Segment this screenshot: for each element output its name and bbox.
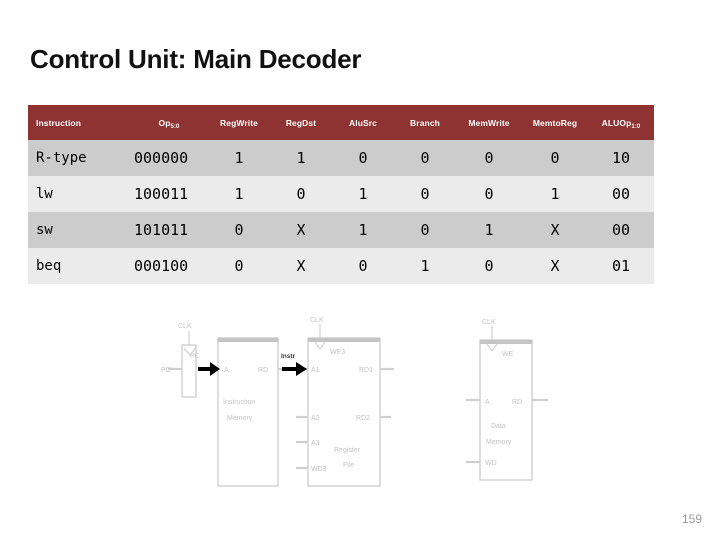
datapath-diagram: CLK PC' PC A RD Instruction Memory Instr… [160, 312, 580, 512]
diagram-label-dmem-name2: Memory [486, 439, 512, 446]
cell-op: 000100 [130, 248, 208, 284]
column-header-alusrc-label: AluSrc [349, 117, 377, 128]
cell-aluop: 00 [588, 176, 654, 212]
cell-op: 000000 [130, 140, 208, 176]
page-title: Control Unit: Main Decoder [30, 44, 362, 74]
cell-alusrc: 1 [332, 176, 394, 212]
diagram-label-rf-a3: A3 [311, 440, 320, 447]
diagram-label-rf-rd1: RD1 [359, 367, 373, 374]
diagram-label-dmem-a: A [485, 399, 490, 406]
diagram-label-rf-rd2: RD2 [356, 415, 370, 422]
column-header-aluop: ALUOp1:0 [588, 105, 654, 140]
diagram-label-dmem-we: WE [502, 351, 514, 358]
diagram-label-dmem-rd: RD [512, 399, 522, 406]
column-header-memtoreg: MemtoReg [522, 105, 588, 140]
cell-regdst: X [270, 248, 332, 284]
diagram-label-pc-in: PC' [161, 367, 172, 374]
diagram-label-imem-name1: Instruction [223, 399, 255, 406]
table-row: beq 000100 0 X 0 1 0 X 01 [28, 248, 654, 284]
column-header-alusrc: AluSrc [332, 105, 394, 140]
cell-memtoreg: 0 [522, 140, 588, 176]
cell-regdst: X [270, 212, 332, 248]
column-header-regdst-label: RegDst [285, 117, 317, 128]
diagram-label-clk-rf: CLK [310, 317, 324, 324]
cell-memtoreg: 1 [522, 176, 588, 212]
cell-regwrite: 1 [208, 176, 270, 212]
diagram-label-clk-pc: CLK [178, 323, 192, 330]
cell-alusrc: 0 [332, 140, 394, 176]
cell-aluop: 01 [588, 248, 654, 284]
cell-regwrite: 0 [208, 248, 270, 284]
diagram-label-imem-a: A [224, 367, 229, 374]
cell-memwrite: 0 [456, 176, 522, 212]
diagram-label-imem-name2: Memory [227, 415, 253, 422]
column-header-branch: Branch [394, 105, 456, 140]
cell-regwrite: 1 [208, 140, 270, 176]
column-header-memtoreg-label: MemtoReg [532, 117, 578, 128]
diagram-label-imem-rd: RD [258, 367, 268, 374]
diagram-label-dmem-name1: Data [491, 423, 506, 430]
cell-aluop: 10 [588, 140, 654, 176]
column-header-memwrite: MemWrite [456, 105, 522, 140]
page-number: 159 [681, 512, 702, 526]
cell-memtoreg: X [522, 212, 588, 248]
column-header-op: Op5:0 [130, 105, 208, 140]
column-header-regwrite-label: RegWrite [220, 117, 258, 128]
signal-arrow-group [198, 362, 307, 376]
column-header-instruction: Instruction [28, 105, 130, 140]
cell-op: 101011 [130, 212, 208, 248]
cell-instruction: lw [28, 176, 130, 212]
cell-alusrc: 0 [332, 248, 394, 284]
column-header-aluop-label: ALUOp [601, 117, 632, 128]
column-header-regwrite: RegWrite [208, 105, 270, 140]
cell-branch: 0 [394, 140, 456, 176]
cell-regwrite: 0 [208, 212, 270, 248]
cell-branch: 1 [394, 248, 456, 284]
diagram-label-rf-name2: File [343, 462, 354, 469]
main-decoder-truth-table: Instruction Op5:0 RegWrite RegDst AluSrc… [28, 105, 654, 284]
column-header-instruction-label: Instruction [36, 117, 82, 128]
table-row: R-type 000000 1 1 0 0 0 0 10 [28, 140, 654, 176]
diagram-label-instr-bus: Instr [281, 353, 296, 360]
diagram-label-clk-dmem: CLK [482, 319, 496, 326]
cell-memwrite: 1 [456, 212, 522, 248]
cell-regdst: 0 [270, 176, 332, 212]
diagram-label-pc-reg: PC [190, 353, 200, 360]
table-row: sw 101011 0 X 1 0 1 X 00 [28, 212, 654, 248]
cell-aluop: 00 [588, 212, 654, 248]
column-header-op-label: Op [158, 117, 171, 128]
column-header-op-subscript: 5:0 [170, 124, 180, 130]
diagram-label-rf-wd3: WD3 [311, 466, 327, 473]
cell-op: 100011 [130, 176, 208, 212]
cell-instruction: R-type [28, 140, 130, 176]
table-header-row: Instruction Op5:0 RegWrite RegDst AluSrc… [28, 105, 654, 140]
cell-alusrc: 1 [332, 212, 394, 248]
diagram-label-rf-a1: A1 [311, 367, 320, 374]
cell-regdst: 1 [270, 140, 332, 176]
column-header-regdst: RegDst [270, 105, 332, 140]
cell-instruction: sw [28, 212, 130, 248]
diagram-label-rf-a2: A2 [311, 415, 320, 422]
cell-memwrite: 0 [456, 248, 522, 284]
cell-instruction: beq [28, 248, 130, 284]
cell-branch: 0 [394, 212, 456, 248]
diagram-label-rf-we3: WE3 [330, 349, 345, 356]
table-row: lw 100011 1 0 1 0 0 1 00 [28, 176, 654, 212]
diagram-label-dmem-wd: WD [485, 460, 497, 467]
cell-memtoreg: X [522, 248, 588, 284]
diagram-label-rf-name1: Register [334, 447, 361, 454]
column-header-aluop-subscript: 1:0 [631, 124, 641, 130]
column-header-branch-label: Branch [410, 117, 440, 128]
column-header-memwrite-label: MemWrite [468, 117, 510, 128]
cell-branch: 0 [394, 176, 456, 212]
cell-memwrite: 0 [456, 140, 522, 176]
